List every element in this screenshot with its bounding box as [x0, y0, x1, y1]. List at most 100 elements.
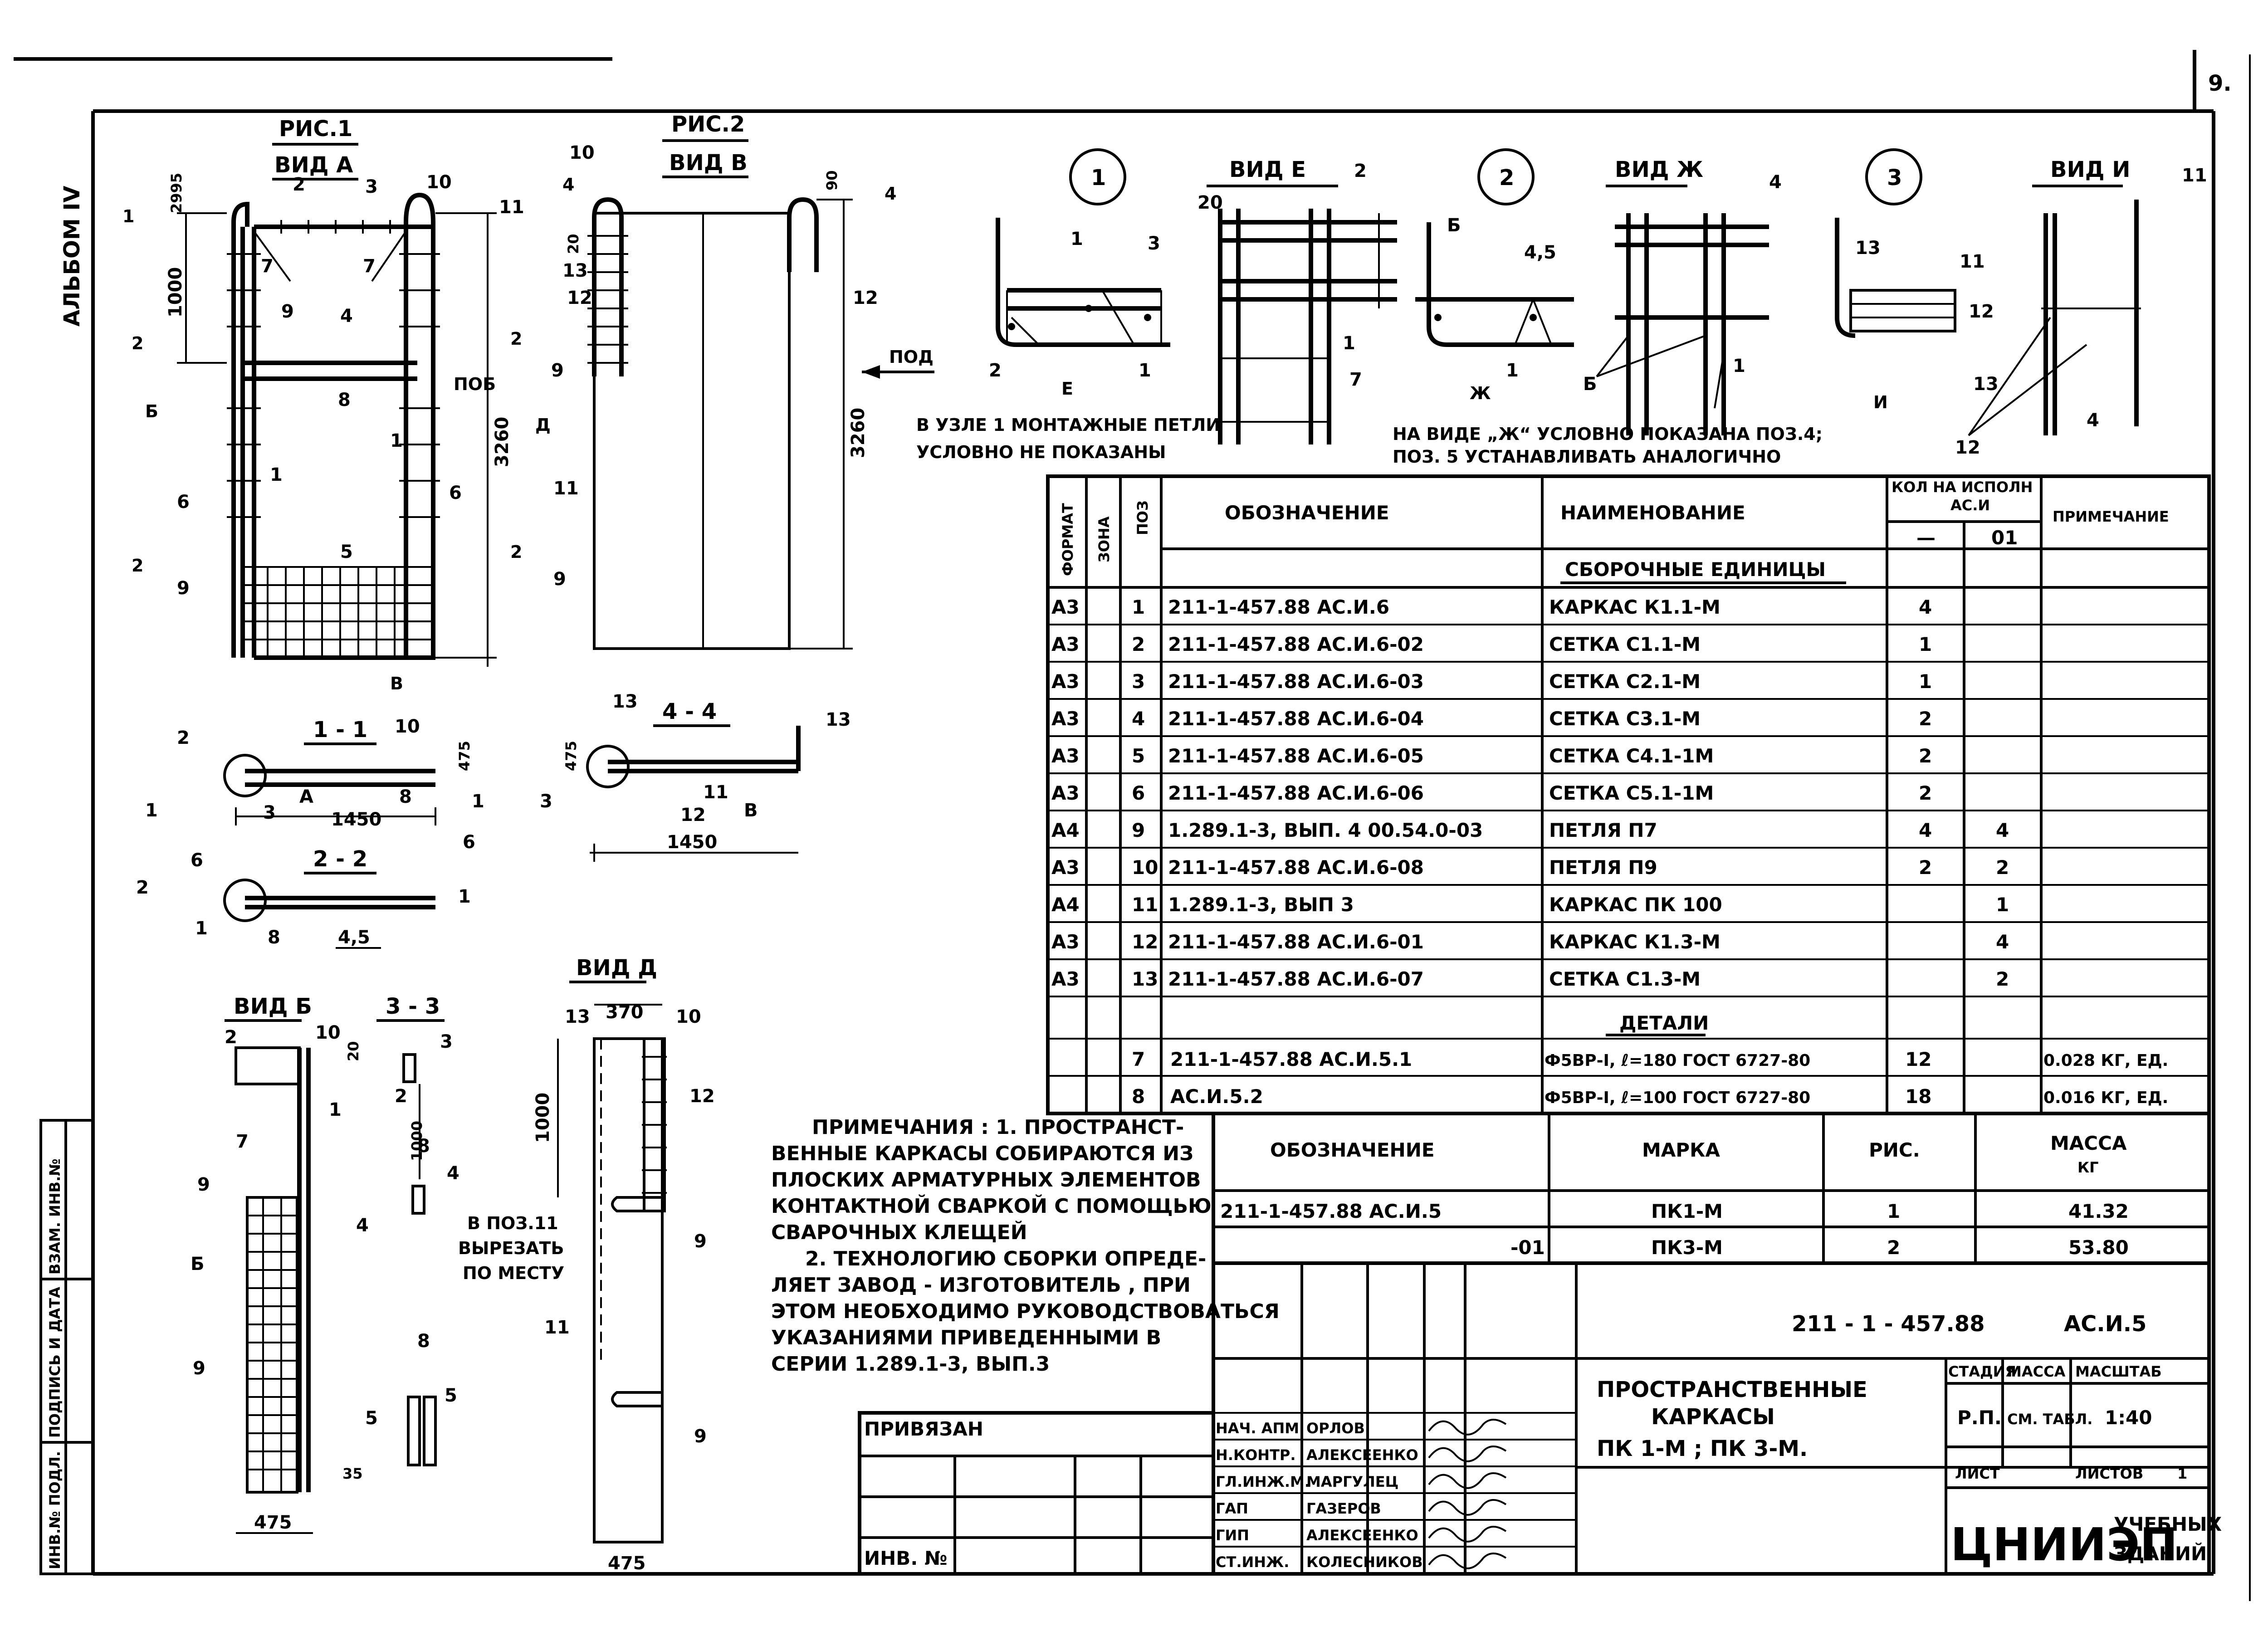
general-notes: ПРИМЕЧАНИЯ : 1. ПРОСТРАНСТ- ВЕННЫЕ КАРКАС… — [771, 1116, 1280, 1376]
sec-4-4-dim-1450: 1450 — [667, 832, 717, 853]
svg-text:4: 4 — [2087, 410, 2099, 431]
fig1-dim-1000: 1000 — [165, 267, 186, 317]
svg-text:1: 1 — [472, 791, 484, 812]
svg-text:4: 4 — [885, 184, 896, 204]
svg-text:10: 10 — [315, 1022, 341, 1043]
svg-text:6: 6 — [177, 492, 190, 513]
org-line3: ЗДАНИЙ — [2114, 1542, 2207, 1565]
spec-h-note: ПРИМЕЧАНИЕ — [2053, 508, 2169, 525]
svg-text:13: 13 — [1973, 374, 1999, 395]
staff-role: ГАП — [1216, 1500, 1248, 1517]
spec-cell-q1: 4 — [1919, 819, 1932, 841]
svg-text:10: 10 — [426, 172, 452, 193]
fig1-view-a: РИС.1 ВИД А — [122, 116, 524, 693]
spec-cell-name: СЕТКА С3.1-М — [1549, 708, 1701, 730]
staff-role: НАЧ. АПМ — [1216, 1420, 1299, 1437]
note-line: ПРИМЕЧАНИЯ : 1. ПРОСТРАНСТ- — [812, 1116, 1184, 1139]
org-logo-text: ЦНИИЭП — [1950, 1518, 2178, 1571]
svg-text:1: 1 — [458, 886, 471, 907]
svg-text:9: 9 — [197, 1174, 210, 1195]
signature-mark — [1428, 1526, 1507, 1543]
spec-cell-pos: 8 — [1132, 1085, 1145, 1108]
spec-cell-pos: 9 — [1132, 819, 1145, 841]
svg-text:13: 13 — [826, 709, 851, 730]
svg-text:9: 9 — [177, 578, 190, 599]
staff-role: СТ.ИНЖ. — [1216, 1553, 1289, 1571]
spec-cell-note: 0.016 КГ, ЕД. — [2043, 1089, 2168, 1107]
spec-cell-name: Ф5ВР-I, ℓ=180 ГОСТ 6727-80 — [1545, 1051, 1810, 1070]
view-b-dim-475: 475 — [254, 1512, 292, 1533]
title-mass: СМ. ТАБЛ. — [2007, 1411, 2092, 1428]
title-line3: ПК 1-М ; ПК 3-М. — [1597, 1436, 1808, 1461]
title-stage-h: СТАДИЯ — [1948, 1363, 2016, 1380]
fig1-right-loop — [404, 192, 435, 658]
section-1-1: 1 - 1 1450 475 2 1 3 А 8 10 1 — [145, 716, 484, 830]
sec-4-4-label: 4 - 4 — [662, 699, 717, 724]
mass-h-designation: ОБОЗНАЧЕНИЕ — [1270, 1139, 1435, 1161]
svg-text:2: 2 — [510, 329, 522, 349]
spec-cell-format: А3 — [1051, 968, 1080, 990]
spec-cell-pos: 11 — [1132, 894, 1158, 916]
title-mass-h: МАССА — [2007, 1363, 2066, 1380]
spec-cell-pos: 4 — [1132, 708, 1145, 730]
svg-text:7: 7 — [363, 256, 376, 277]
note-line: ЭТОМ НЕОБХОДИМО РУКОВОДСТВОВАТЬСЯ — [771, 1300, 1280, 1323]
view-d-section: ВИД Д 370 1000 475 13 10 12 9 9 11 В ПОЗ… — [458, 955, 715, 1575]
svg-text:2: 2 — [293, 174, 305, 195]
spec-h-pos: ПОЗ — [1134, 500, 1151, 535]
note-line: ВЕННЫЕ КАРКАСЫ СОБИРАЮТСЯ ИЗ — [771, 1142, 1193, 1165]
svg-text:4: 4 — [1769, 172, 1782, 193]
node3-label: 3 — [1887, 165, 1902, 190]
node2-label: 2 — [1499, 165, 1514, 190]
staff-name: КОЛЕСНИКОВ — [1306, 1553, 1423, 1571]
svg-text:13: 13 — [565, 1006, 590, 1027]
sec-3-3-dim-1000: 1000 — [408, 1121, 425, 1161]
sec-2-2-label: 2 - 2 — [313, 846, 367, 872]
svg-text:12: 12 — [1955, 437, 1980, 458]
spec-cell-q2: 4 — [1996, 819, 2009, 841]
privyazan-label: ПРИВЯЗАН — [864, 1418, 983, 1440]
svg-text:11: 11 — [499, 197, 524, 218]
spec-cell-format: А4 — [1051, 819, 1080, 841]
svg-text:В: В — [744, 800, 758, 821]
mass-cell-mark: ПК1-М — [1651, 1200, 1723, 1222]
spec-cell-pos: 2 — [1132, 633, 1145, 655]
fig1-view-label: ВИД А — [274, 152, 353, 178]
svg-text:Е: Е — [1061, 379, 1073, 399]
spec-cell-pos: 6 — [1132, 782, 1145, 804]
spec-cell-q2: 1 — [1996, 894, 2009, 916]
node1-note-line1: В УЗЛЕ 1 МОНТАЖНЫЕ ПЕТЛИ — [916, 415, 1220, 435]
spec-cell-designation: 1.289.1-3, ВЫП. 4 00.54.0-03 — [1168, 819, 1483, 841]
spec-h-qty-01: 01 — [1991, 527, 2018, 549]
svg-text:12: 12 — [680, 805, 706, 825]
spec-cell-q1: 1 — [1919, 670, 1932, 693]
svg-text:6: 6 — [191, 850, 203, 871]
svg-text:Б: Б — [145, 401, 158, 421]
note-line: ПЛОСКИХ АРМАТУРНЫХ ЭЛЕМЕНТОВ — [771, 1168, 1201, 1192]
title-sheet-h: ЛИСТ — [1955, 1465, 2000, 1482]
spec-cell-note: 0.028 КГ, ЕД. — [2043, 1051, 2168, 1070]
spec-h-designation: ОБОЗНАЧЕНИЕ — [1225, 502, 1389, 524]
fig2-dim-90: 90 — [823, 170, 841, 190]
svg-text:2: 2 — [132, 556, 143, 576]
svg-text:13: 13 — [612, 691, 638, 712]
svg-text:8: 8 — [417, 1331, 430, 1352]
spec-cell-pos: 1 — [1132, 596, 1145, 618]
view-b-label: ВИД Б — [234, 994, 312, 1019]
svg-text:5: 5 — [445, 1385, 457, 1406]
spec-cell-format: А3 — [1051, 596, 1080, 618]
svg-text:11: 11 — [2182, 165, 2207, 186]
signature-mark — [1428, 1472, 1507, 1489]
staff-row: ГЛ.ИНЖ.М.МАРГУЛЕЦ — [1213, 1465, 1576, 1490]
spec-cell-designation: 211-1-457.88 АС.И.6 — [1168, 596, 1389, 618]
svg-text:2: 2 — [132, 333, 143, 353]
view-d-dim-1000: 1000 — [533, 1093, 553, 1143]
sec-1-1-label: 1 - 1 — [313, 717, 367, 742]
svg-text:9: 9 — [694, 1426, 707, 1447]
svg-text:Б: Б — [191, 1254, 205, 1275]
fig1-dim-3260: 3260 — [492, 417, 513, 467]
svg-text:11: 11 — [1960, 251, 1985, 272]
